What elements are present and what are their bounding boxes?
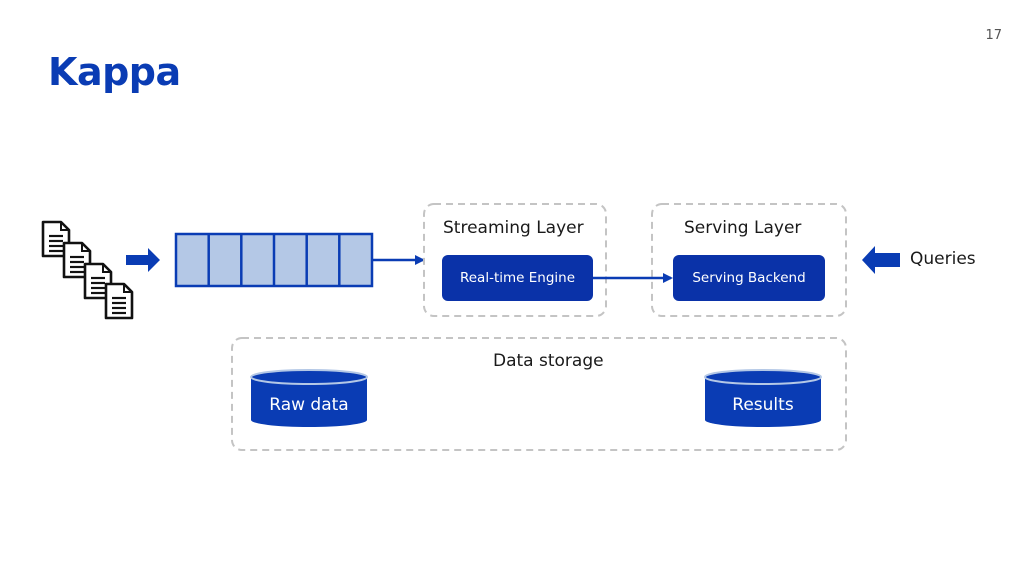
block-arrow-left-icon — [862, 246, 900, 274]
serving-layer-title: Serving Layer — [684, 218, 802, 238]
streaming-layer-title: Streaming Layer — [443, 218, 584, 238]
data-storage-title: Data storage — [493, 351, 604, 371]
results-label: Results — [732, 395, 794, 415]
data-sources-group — [41, 220, 134, 320]
data-storage-container — [231, 337, 847, 451]
real-time-engine-box: Real-time Engine — [442, 255, 593, 301]
raw-data-label: Raw data — [269, 395, 349, 415]
serving-layer-container — [651, 203, 847, 317]
document-icon — [104, 282, 134, 320]
block-arrow-right-icon — [126, 248, 160, 272]
slide-title: Kappa — [48, 50, 181, 94]
page-number: 17 — [985, 28, 1002, 43]
serving-backend-box: Serving Backend — [673, 255, 825, 301]
streaming-layer-container — [423, 203, 607, 317]
raw-data-cylinder-icon — [250, 369, 368, 427]
results-cylinder-icon — [704, 369, 822, 427]
message-queue — [174, 232, 374, 288]
queries-label: Queries — [910, 249, 976, 269]
